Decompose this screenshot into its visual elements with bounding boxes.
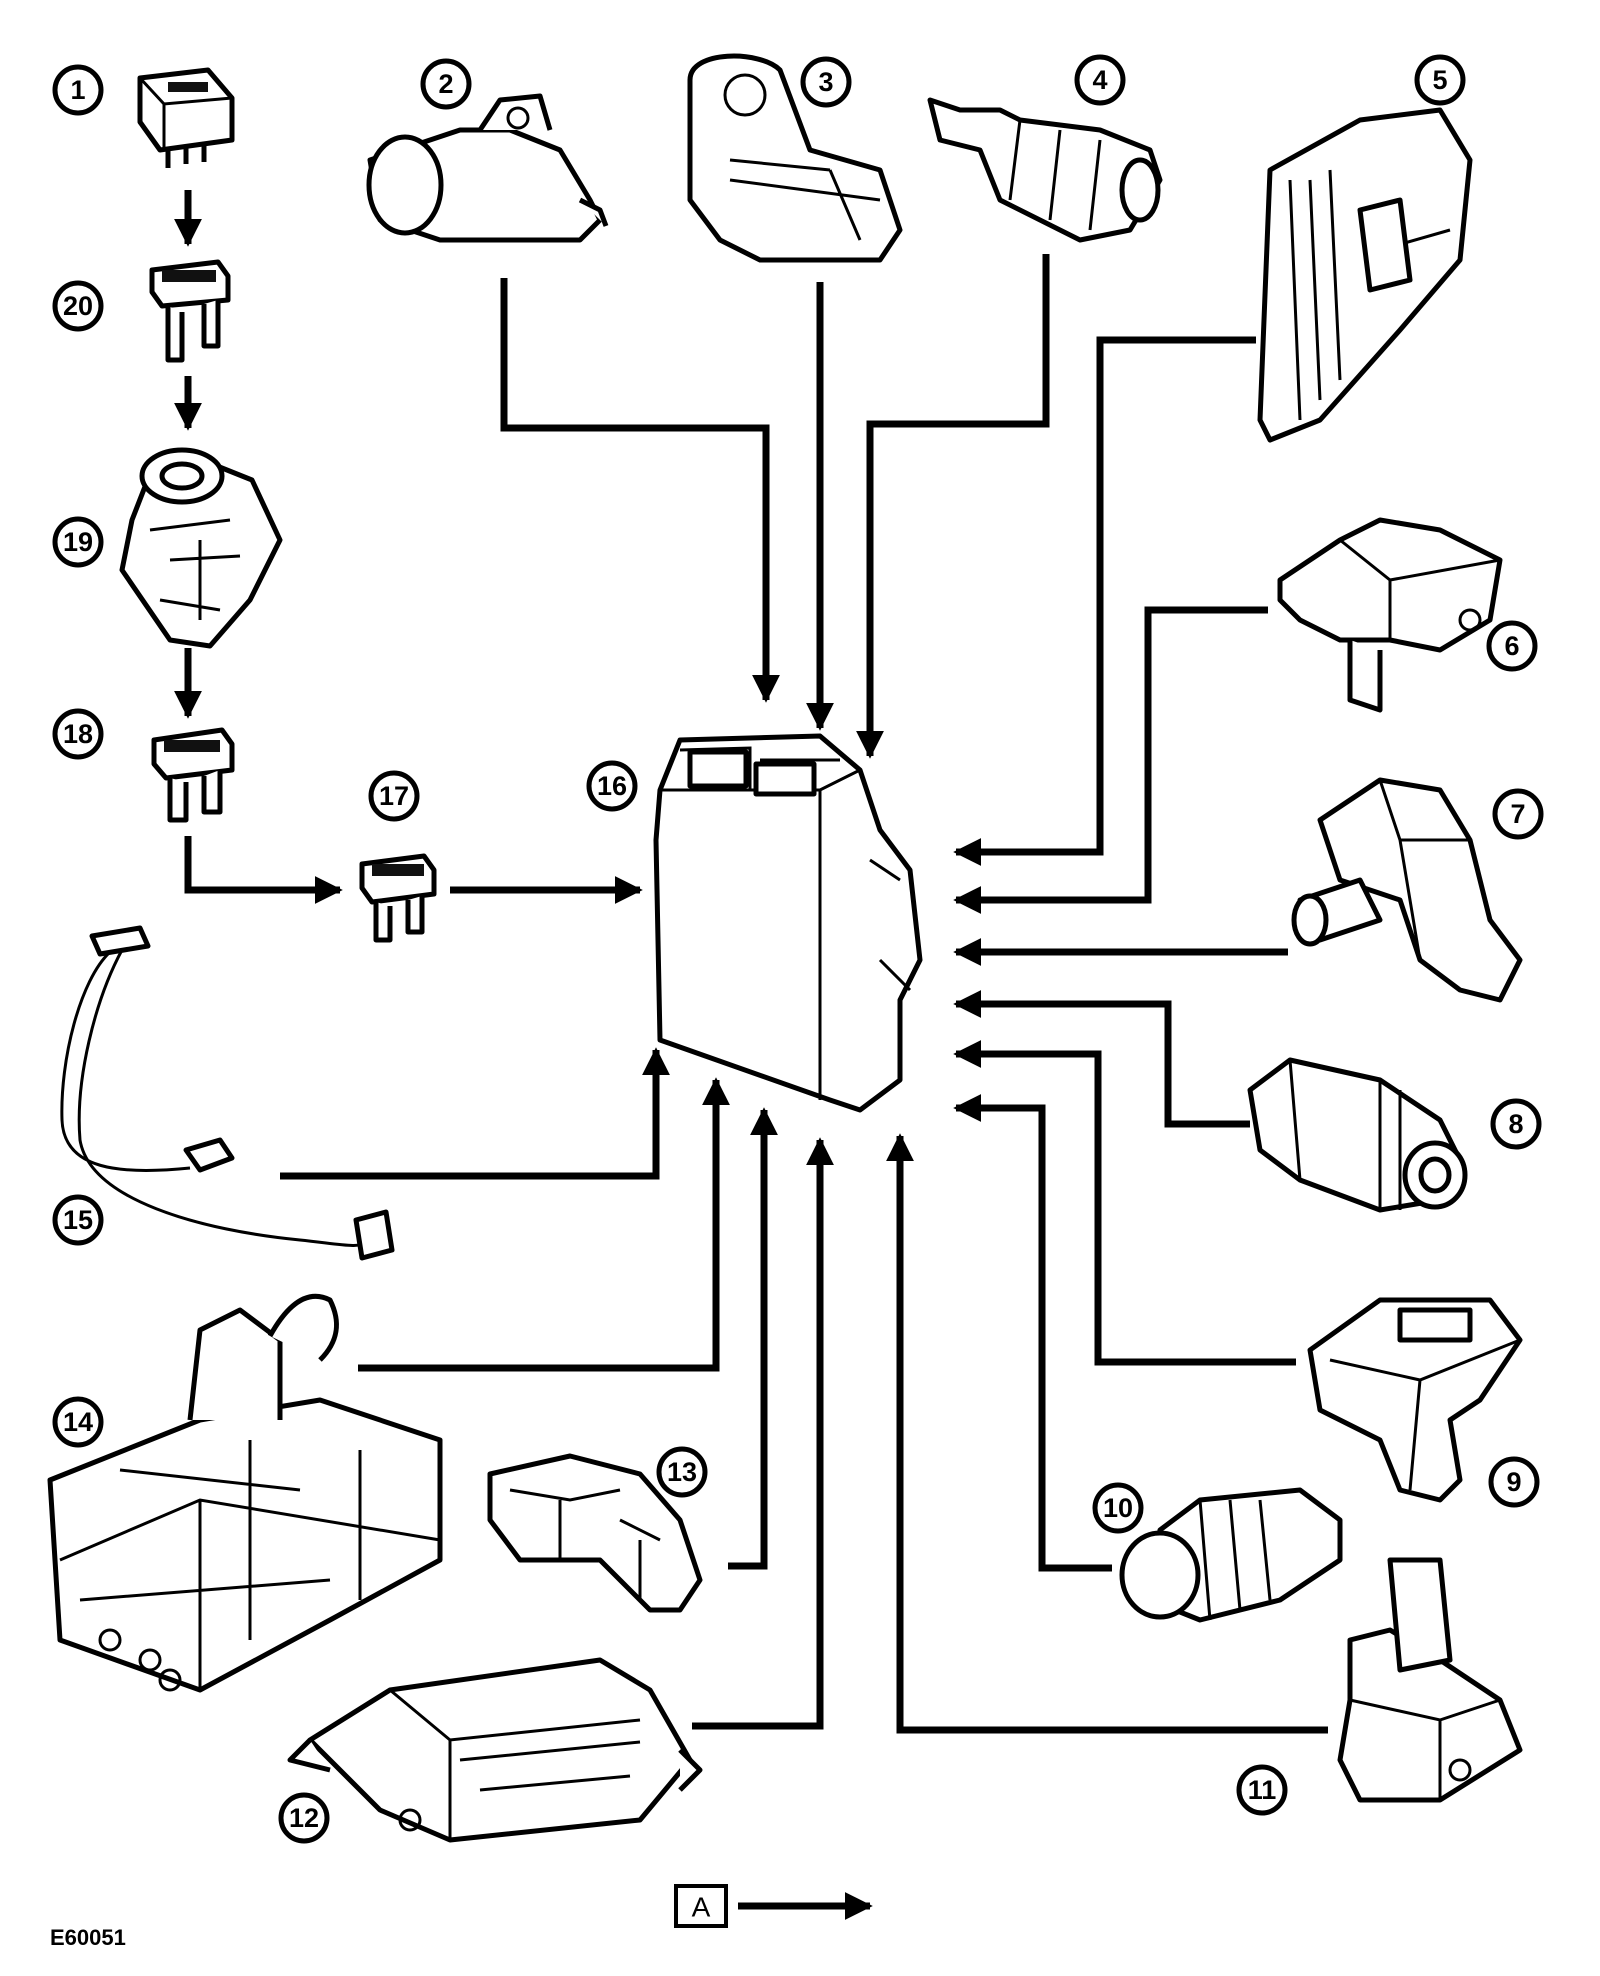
callout-2: 2 — [420, 58, 472, 110]
link-9-16 — [953, 1040, 1296, 1366]
callout-5: 5 — [1414, 54, 1466, 106]
callout-12-label: 12 — [289, 1803, 319, 1833]
fuse-component-20 — [149, 259, 231, 363]
callout-10-label: 10 — [1103, 1493, 1133, 1523]
callout-8-label: 8 — [1508, 1109, 1523, 1139]
callout-20: 20 — [52, 280, 104, 332]
pressure-switch-component-8 — [1247, 1057, 1468, 1213]
callout-7-label: 7 — [1510, 799, 1525, 829]
link-15-16 — [280, 1047, 670, 1180]
callout-16-label: 16 — [597, 771, 627, 801]
callout-1-label: 1 — [70, 75, 85, 105]
diagram-code: E60051 — [50, 1925, 126, 1950]
link-2-16 — [500, 278, 780, 703]
callout-7: 7 — [1492, 788, 1544, 840]
callout-17: 17 — [368, 770, 420, 822]
callout-16: 16 — [586, 760, 638, 812]
legend-label: A — [692, 1892, 711, 1923]
link-14-16 — [358, 1077, 730, 1372]
callout-19-label: 19 — [63, 527, 93, 557]
callout-14-label: 14 — [63, 1407, 93, 1437]
sensor-module-component-13 — [487, 1453, 703, 1613]
callout-14: 14 — [52, 1396, 104, 1448]
callout-3-label: 3 — [818, 67, 833, 97]
callout-15-label: 15 — [63, 1205, 93, 1235]
callout-2-label: 2 — [438, 69, 453, 99]
link-6-16 — [953, 606, 1268, 914]
callout-11-label: 11 — [1248, 1775, 1277, 1805]
callout-4-label: 4 — [1092, 65, 1107, 95]
airflow-sensor-component-9 — [1307, 1297, 1523, 1503]
callout-18: 18 — [52, 708, 104, 760]
callout-12: 12 — [278, 1792, 330, 1844]
link-5-16 — [953, 336, 1256, 866]
link-12-16 — [692, 1137, 834, 1730]
pressure-sensor-component-6 — [1277, 517, 1503, 713]
temperature-sensor-component-4 — [927, 97, 1163, 243]
callout-13: 13 — [656, 1446, 708, 1498]
callout-18-label: 18 — [63, 719, 93, 749]
airbag-module-component — [287, 1657, 703, 1843]
callout-6-label: 6 — [1504, 631, 1519, 661]
callout-4: 4 — [1074, 54, 1126, 106]
link-4-16 — [856, 254, 1050, 759]
callout-8: 8 — [1490, 1098, 1542, 1150]
transmission-valve-body-component — [47, 1293, 443, 1693]
callout-13-label: 13 — [667, 1457, 697, 1487]
wiring-harness-component — [60, 925, 395, 1261]
callout-9-label: 9 — [1506, 1467, 1521, 1497]
sensor-component-7 — [1291, 777, 1523, 1003]
legend: A — [674, 1884, 728, 1928]
pedal-sensor-component-5 — [1257, 107, 1473, 443]
speed-sensor-component-2 — [366, 93, 609, 243]
legend-box — [674, 1884, 728, 1928]
callout-11: 11 — [1236, 1764, 1288, 1816]
callout-19: 19 — [52, 516, 104, 568]
callout-3: 3 — [800, 56, 852, 108]
callout-20-label: 20 — [63, 291, 93, 321]
link-8-16 — [953, 990, 1250, 1128]
link-13-16 — [728, 1107, 778, 1570]
fuse-component-17 — [359, 853, 437, 943]
inertia-switch-component-11 — [1337, 1557, 1523, 1803]
callout-10: 10 — [1092, 1482, 1144, 1534]
ignition-switch-component — [119, 447, 283, 649]
link-11-16 — [886, 1133, 1328, 1734]
callout-15: 15 — [52, 1194, 104, 1246]
relay-component — [137, 67, 235, 168]
position-sensor-component-3 — [687, 53, 903, 263]
callout-6: 6 — [1486, 620, 1538, 672]
callout-1: 1 — [52, 64, 104, 116]
temperature-sender-component-10 — [1119, 1487, 1343, 1623]
link-10-16 — [953, 1094, 1112, 1572]
callout-17-label: 17 — [379, 781, 409, 811]
callout-9: 9 — [1488, 1456, 1540, 1508]
link-18-17 — [184, 836, 343, 904]
engine-control-module-component — [653, 733, 923, 1113]
callout-5-label: 5 — [1432, 65, 1447, 95]
fuse-component-18 — [151, 727, 235, 823]
